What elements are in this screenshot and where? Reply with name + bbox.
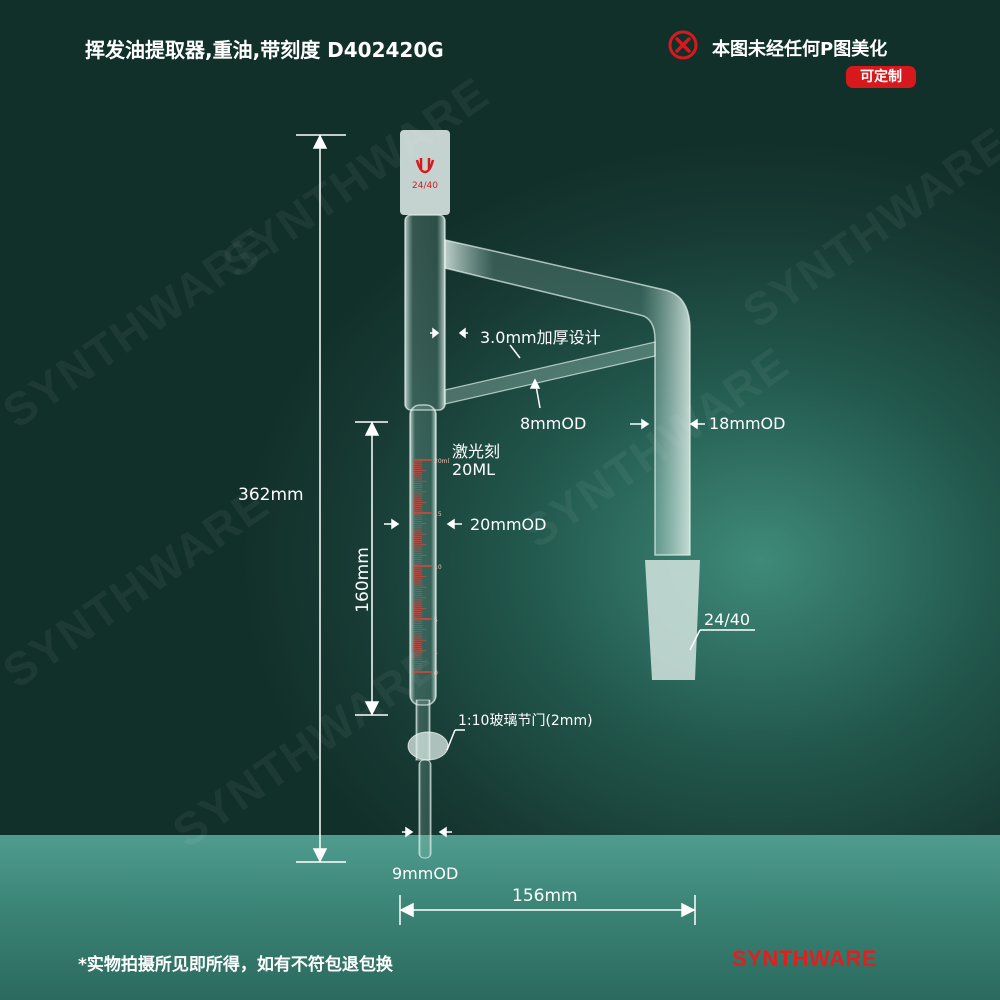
footer-guarantee: *实物拍摄所见即所得，如有不符包退包换 (78, 955, 393, 975)
graduated-length-label: 160mm (352, 547, 373, 613)
width-label: 156mm (512, 886, 578, 906)
volume-label: 20ML (452, 460, 496, 479)
graduation-label: 15 (434, 511, 442, 518)
bottom-ground-joint (645, 560, 700, 680)
tip-od-label: 9mmOD (392, 864, 459, 883)
stopcock-label: 1:10玻璃节门(2mm) (458, 713, 593, 729)
drain-tip (418, 759, 432, 859)
graduation-label: 0 (434, 670, 438, 677)
no-retouch-notice: 本图未经任何P图美化 (712, 39, 888, 60)
logo-icon (415, 158, 435, 174)
stopcock-valve[interactable] (407, 731, 449, 761)
arm-od-label: 18mmOD (709, 414, 786, 433)
main-tube (404, 214, 446, 411)
vapor-side-arm (444, 239, 691, 556)
graduation-label: 1 (434, 649, 438, 656)
height-label: 362mm (238, 485, 304, 505)
graduation-label: 10 (434, 564, 442, 571)
customizable-badge: 可定制 (846, 66, 916, 88)
brace-od-label: 8mmOD (520, 414, 587, 433)
top-joint-marking: 24/40 (412, 181, 438, 191)
laser-label: 激光刻 (452, 442, 501, 461)
no-retouch-icon (668, 30, 698, 60)
brace-tube (444, 341, 656, 405)
graduated-tube (409, 404, 437, 706)
product-title: 挥发油提取器,重油,带刻度 D402420G (85, 38, 444, 62)
tube-od-label: 20mmOD (470, 515, 547, 534)
bottom-joint-label: 24/40 (704, 610, 751, 629)
graduation-label: 20ml (434, 458, 449, 465)
brand-logo: SYNTHWARE (732, 946, 878, 971)
floor-background (0, 835, 1000, 1000)
graduation-label: 5 (434, 617, 438, 624)
wall-thickness-label: 3.0mm加厚设计 (480, 328, 601, 347)
